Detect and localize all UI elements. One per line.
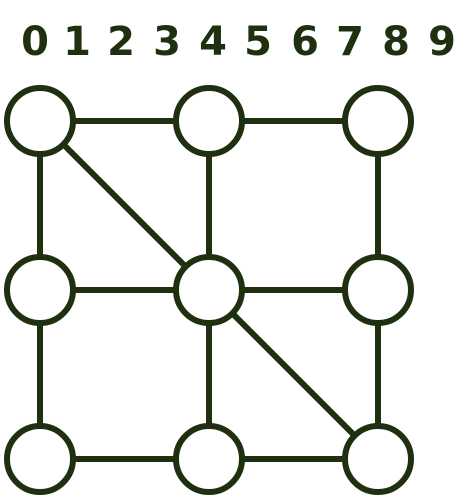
digit-8[interactable]: 8 <box>382 19 410 65</box>
node-r1-c2[interactable] <box>342 254 414 326</box>
node-r1-c0[interactable] <box>4 254 76 326</box>
digit-4[interactable]: 4 <box>199 19 227 65</box>
node-layer <box>4 85 414 495</box>
node-r2-c2[interactable] <box>342 423 414 495</box>
digit-9[interactable]: 9 <box>428 19 456 65</box>
digit-2[interactable]: 2 <box>107 19 135 65</box>
digit-0[interactable]: 0 <box>21 19 49 65</box>
node-r1-c1[interactable] <box>173 254 245 326</box>
digit-palette: 0 1 2 3 4 5 6 7 8 9 <box>0 0 476 80</box>
node-r2-c0[interactable] <box>4 423 76 495</box>
edge-00-11 <box>37 118 212 293</box>
digit-6[interactable]: 6 <box>291 19 319 65</box>
node-r0-c2[interactable] <box>342 85 414 157</box>
digit-7[interactable]: 7 <box>336 19 364 65</box>
node-r0-c0[interactable] <box>4 85 76 157</box>
node-r2-c1[interactable] <box>173 423 245 495</box>
digit-3[interactable]: 3 <box>153 19 181 65</box>
edge-11-22 <box>206 287 381 462</box>
digit-1[interactable]: 1 <box>63 19 91 65</box>
digit-5[interactable]: 5 <box>244 19 272 65</box>
node-r0-c1[interactable] <box>173 85 245 157</box>
